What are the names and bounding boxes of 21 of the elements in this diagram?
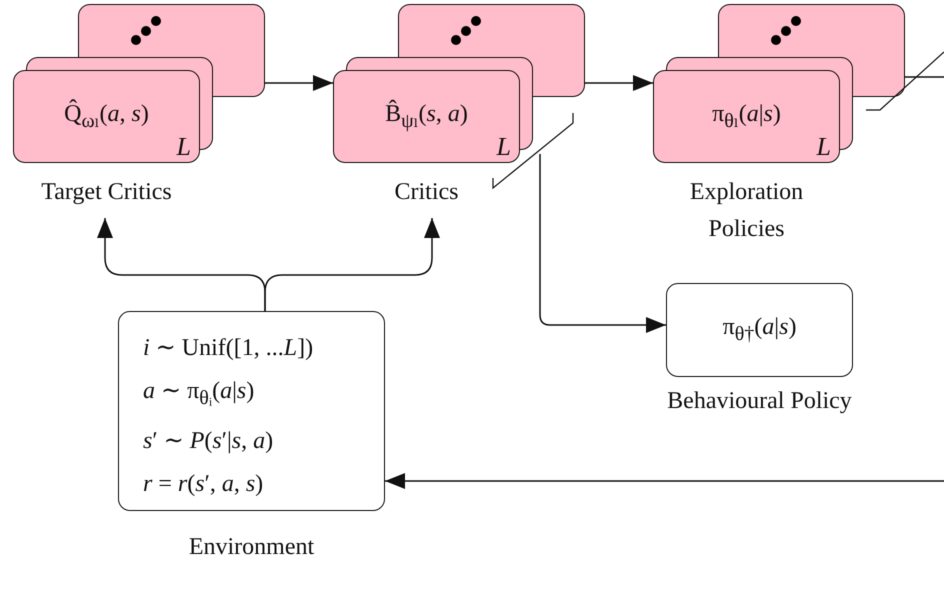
equation: s′ ∼ P(s′|s, a) [143,426,274,456]
equation: r = r(s′, a, s) [143,470,264,499]
node-label: Behavioural Policy [666,387,853,416]
equation: i ∼ Unif([1, ...L]) [143,334,314,363]
arrow [539,154,666,333]
ensemble-size: L [176,132,191,162]
arrow [385,473,944,489]
node-label: Environment [188,533,316,562]
arrow [265,75,333,91]
node-label: Exploration Policies [688,178,804,244]
equation: a ∼ π$_{θᵢ}$(a|s) [143,377,256,411]
formula: Q̂$_{ωₗ}$(a, s) [64,100,149,132]
ensemble-size: L [816,132,831,162]
arrow [264,218,440,311]
formula: B̂$_{ψₗ}$(s, a) [385,100,468,132]
formula: π$_{θₗ}$(a|s) [712,100,781,132]
ensemble-size: L [496,132,511,162]
arrow [585,75,653,91]
node-label: Critics [394,178,460,207]
formula: π$_{θ†}$(a|s) [722,314,796,346]
node-label: Target Critics [40,178,173,207]
